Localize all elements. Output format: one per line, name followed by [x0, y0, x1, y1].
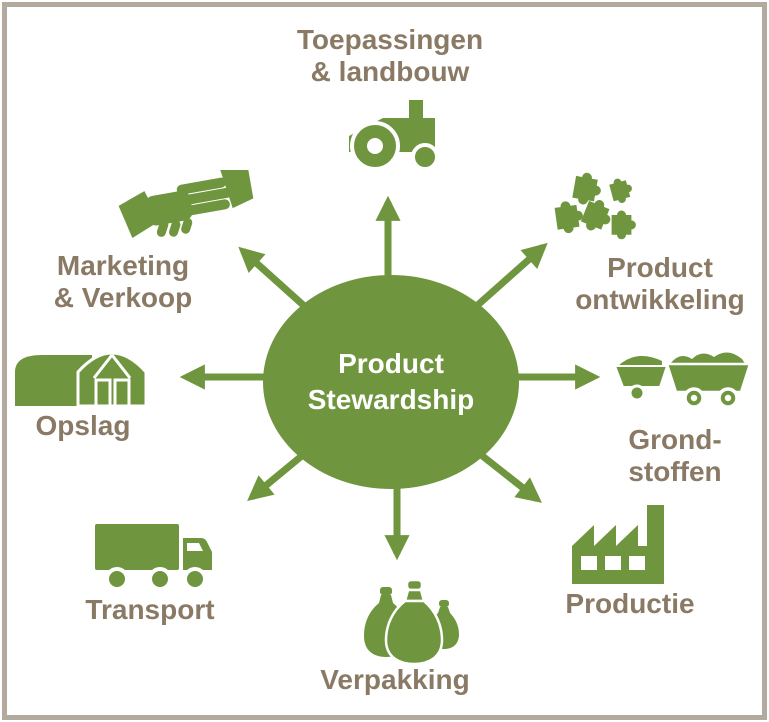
label-grondstoffen-line1: Grond- [628, 424, 722, 455]
center-label-line1: Product [338, 348, 444, 379]
label-marketing-line1: Marketing [56, 250, 190, 281]
truck-icon [95, 524, 212, 591]
barn-icon [15, 351, 148, 408]
label-verpakking-line1: Verpakking [320, 664, 470, 695]
label-toepassingen-landbouw: Toepassingen & landbouw [250, 24, 530, 88]
label-toepassingen-line1: Toepassingen [296, 24, 484, 55]
center-label-line2: Stewardship [307, 384, 475, 415]
label-ontwikkeling-line2: ontwikkeling [575, 284, 745, 315]
label-marketing-verkoop: Marketing & Verkoop [28, 250, 218, 314]
label-transport-line1: Transport [85, 594, 215, 625]
factory-icon [572, 505, 664, 584]
label-productie-line1: Productie [565, 588, 695, 619]
label-verpakking: Verpakking [295, 664, 495, 696]
harvest-wagons-icon [613, 352, 752, 409]
label-opslag: Opslag [12, 410, 154, 442]
label-product-ontwikkeling: Product ontwikkeling [560, 252, 760, 316]
label-opslag-line1: Opslag [35, 410, 131, 441]
label-productie: Productie [535, 588, 725, 620]
label-ontwikkeling-line1: Product [607, 252, 713, 283]
label-marketing-line2: & Verkoop [53, 282, 193, 313]
label-grondstoffen-line2: stoffen [628, 456, 722, 487]
sacks-icon [364, 578, 459, 666]
handshake-icon [118, 170, 254, 238]
puzzle-pieces-icon [554, 172, 636, 240]
label-grondstoffen: Grond- stoffen [605, 424, 745, 488]
tractor-icon [349, 100, 439, 171]
label-toepassingen-line2: & landbouw [310, 56, 470, 87]
label-transport: Transport [50, 594, 250, 626]
center-ellipse: Product Stewardship [263, 275, 519, 489]
